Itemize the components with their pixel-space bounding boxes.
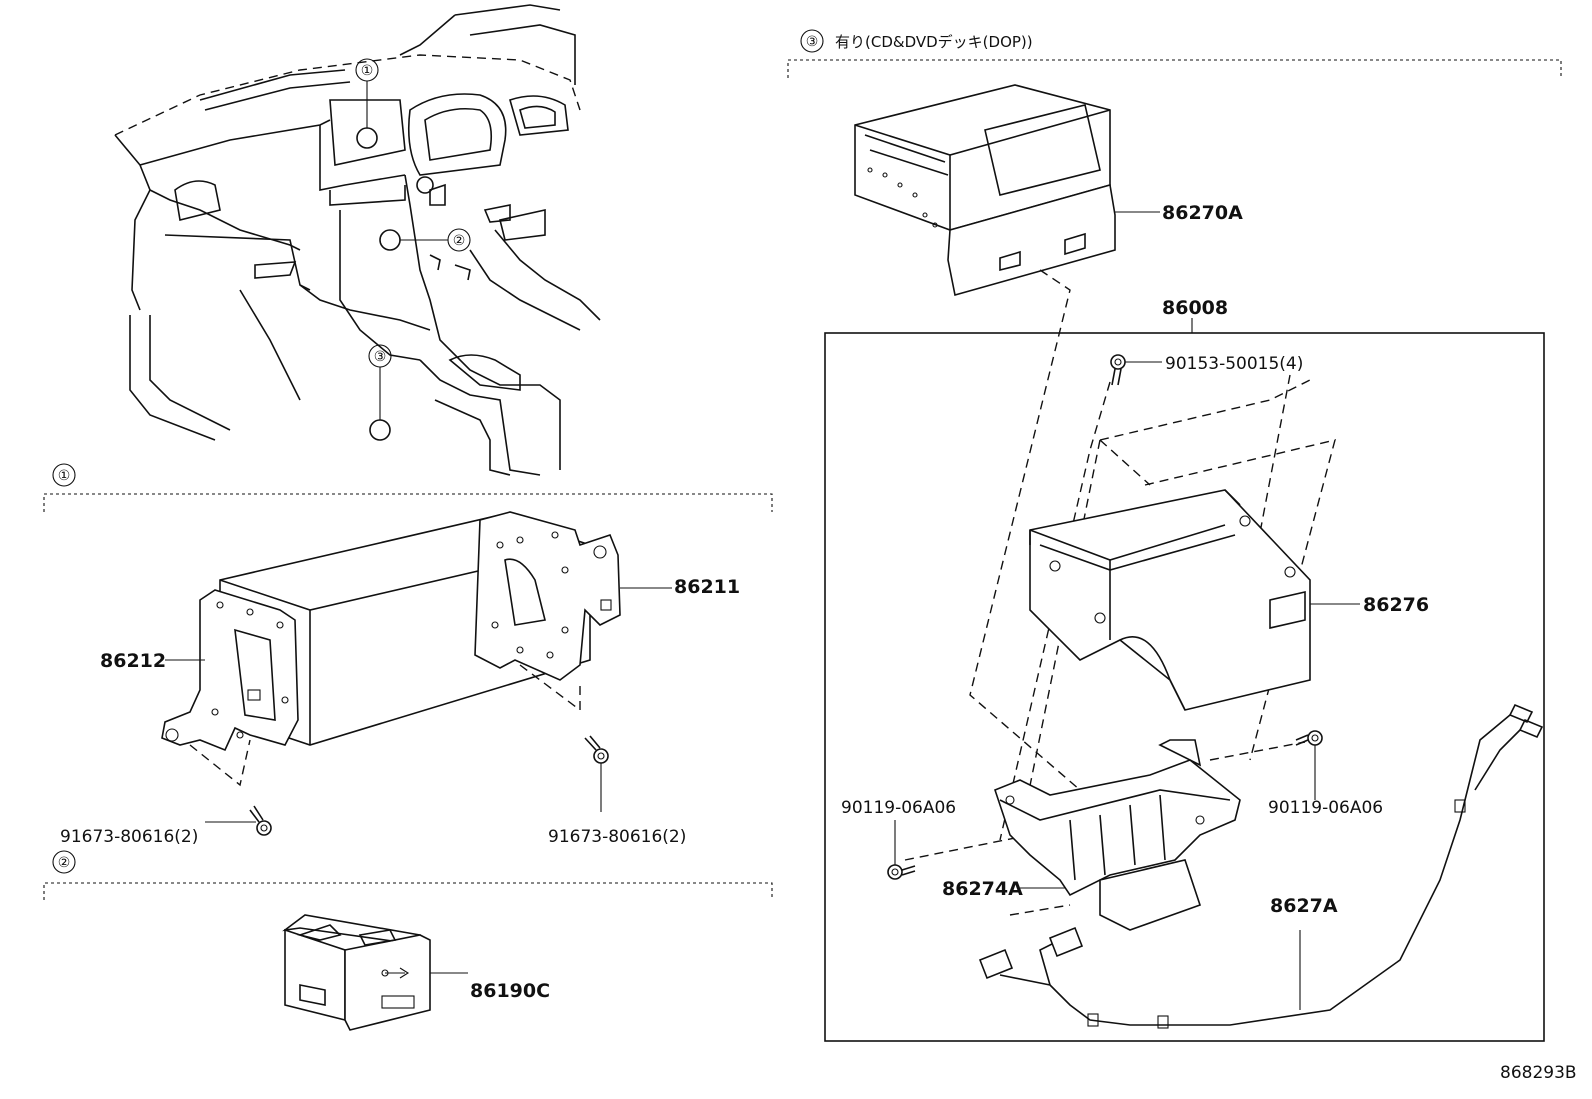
usb-port-86190C (282, 914, 468, 1031)
label-86211: 86211 (674, 576, 740, 598)
screw-91673-right (584, 735, 609, 812)
label-8627A: 8627A (1270, 895, 1338, 917)
screw-90119-right (1295, 730, 1323, 800)
assembly-86008-frame (824, 318, 1545, 1042)
locator-circle-2 (379, 229, 401, 251)
cd-dvd-deck-86270A (854, 84, 1160, 297)
overview-marker-3: ③ (368, 344, 392, 441)
label-90119-right: 90119-06A06 (1268, 798, 1383, 818)
overview-marker-2: ② (379, 228, 471, 252)
dashboard-illustration (114, 4, 601, 476)
svg-text:③: ③ (806, 34, 819, 50)
label-91673-left: 91673-80616(2) (60, 827, 198, 847)
label-86212: 86212 (100, 650, 166, 672)
diagram-code: 868293B (1500, 1063, 1577, 1083)
svg-text:①: ① (361, 63, 374, 79)
navigation-unit-86211-86212 (161, 511, 621, 787)
screw-90119-left (887, 820, 916, 880)
screw-90153 (1110, 354, 1162, 386)
section-2-header: ② (43, 850, 773, 900)
label-86276: 86276 (1363, 594, 1429, 616)
label-86274A: 86274A (942, 878, 1023, 900)
bracket-86276 (1029, 489, 1360, 711)
label-90153: 90153-50015(4) (1165, 354, 1303, 374)
svg-text:②: ② (453, 233, 466, 249)
screw-91673-left (205, 805, 272, 836)
dashed-guide-lines (904, 269, 1336, 916)
label-86008: 86008 (1162, 297, 1228, 319)
svg-text:③: ③ (374, 349, 387, 365)
section-1-header: ① (43, 463, 773, 512)
label-86190C: 86190C (470, 980, 550, 1002)
wire-harness-8627A (978, 703, 1544, 1029)
locator-circle-3 (369, 419, 391, 441)
bracket-86274A (994, 739, 1241, 931)
label-86270A: 86270A (1162, 202, 1243, 224)
locator-circle-1 (356, 127, 378, 149)
label-90119-left: 90119-06A06 (841, 798, 956, 818)
svg-text:①: ① (58, 468, 71, 484)
svg-text:②: ② (58, 855, 71, 871)
label-91673-right: 91673-80616(2) (548, 827, 686, 847)
section-3-header: ③ 有り(CD&DVDデッキ(DOP)) (787, 29, 1562, 78)
section-3-title: 有り(CD&DVDデッキ(DOP)) (835, 33, 1033, 51)
overview-marker-1: ① (355, 58, 379, 149)
